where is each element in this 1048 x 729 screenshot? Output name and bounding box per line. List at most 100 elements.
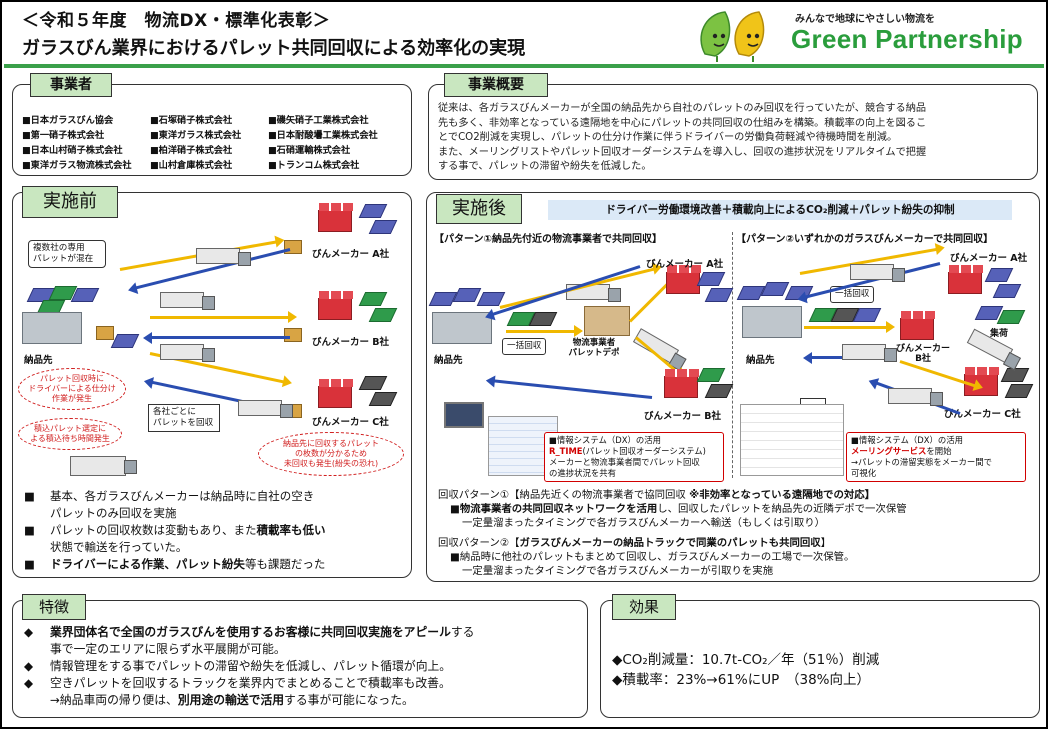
title-line-2: ガラスびん業界におけるパレット共同回収による効率化の実現 [22, 38, 526, 59]
bullet-line: ■パレットの回収枚数は変動もあり、また積載率も低い [24, 523, 326, 537]
pattern-divider [732, 232, 733, 478]
maker-b-label: びんメーカー B社 [312, 337, 390, 348]
logo-tagline: みんなで地球にやさしい物流を [795, 14, 935, 25]
pattern2-title: 【パターン②いずれかのガラスびんメーカーで共同回収】 [736, 234, 994, 245]
box-icon [284, 240, 302, 254]
effect-line: ◆CO₂削減量：10.7t-CO₂／年（51％）削減 [612, 652, 880, 668]
jigyousha-label: 事業者 [30, 73, 112, 97]
feature-line: 事で一定のエリアに限らず水平展開が可能。 [50, 642, 286, 656]
company-item: ■第一硝子株式会社 [22, 130, 105, 141]
feature-line: ◆情報管理をする事でパレットの滞留や紛失を低減し、パレット循環が向上。 [24, 659, 452, 673]
factory-icon [318, 203, 353, 232]
company-item: ■柏洋硝子株式会社 [150, 145, 233, 156]
company-item: ■日本耐酸壜工業株式会社 [268, 130, 378, 141]
collect-arrow [804, 321, 895, 333]
feature-line: →納品車両の帰り便は、別用途の輸送で活用する事が可能になった。 [50, 693, 414, 707]
before-label: 実施前 [22, 186, 118, 218]
desc-line: ■納品時に他社のパレットもまとめて回収し、ガラスびんメーカーの工場で一次保管。 [450, 551, 855, 563]
factory-icon [948, 265, 983, 294]
company-item: ■東洋ガラス物流株式会社 [22, 160, 132, 171]
depot-label: 物流事業者 パレットデポ [568, 338, 620, 358]
tokuchou-label: 特徴 [22, 594, 86, 620]
gaiyou-line: 先も多く、非効率となっている遠隔地を中心にパレットの共同回収の仕組みを構築。積載… [438, 117, 927, 129]
title-line-1: ＜令和５年度 物流DX・標準化表彰＞ [22, 11, 331, 31]
before-bullets: ■基本、各ガラスびんメーカーは納品時に自社の空き パレットのみ回収を実施 ■パレ… [24, 488, 326, 573]
gaiyou-label: 事業概要 [444, 73, 548, 97]
factory-icon [666, 265, 701, 294]
bullet-line: 状態で輸送を行っていた。 [50, 540, 188, 554]
factory-icon [664, 369, 699, 398]
company-item: ■山村倉庫株式会社 [150, 160, 233, 171]
mail-mockup [740, 404, 844, 476]
return-arrow [150, 336, 290, 339]
truck-icon [888, 388, 943, 406]
tokuchou-box [12, 600, 588, 718]
gaiyou-text: 従来は、各ガラスびんメーカーが全国の納品先から自社のパレットのみ回収を行っていた… [438, 102, 1028, 175]
bullet-line: ■ドライバーによる作業、パレット紛失等も課題だった [24, 557, 326, 571]
kouka-list: ◆CO₂削減量：10.7t-CO₂／年（51％）削減 ◆積載率：23%→61%に… [612, 650, 879, 690]
company-item: ■日本ガラスびん協会 [22, 115, 114, 126]
warehouse-icon [742, 306, 802, 338]
factory-icon [318, 291, 353, 320]
tokuchou-list: ◆業界団体名で全国のガラスびんを使用するお客様に共同回収実施をアピールする 事で… [24, 624, 474, 709]
info-line: R_TIME(パレット回収オーダーシステム) [549, 446, 706, 456]
company-item: ■石塚硝子株式会社 [150, 115, 233, 126]
pattern1-title: 【パターン①納品先付近の物流事業者で共同回収】 [434, 234, 662, 245]
company-collect-note: 各社ごとに パレットを回収 [148, 404, 220, 432]
p2-maker-c-label: びんメーカー C社 [944, 409, 1021, 420]
desc-line: 一定量溜まったタイミングで各ガラスびんメーカーへ輸送（もしくは引取り） [462, 517, 826, 529]
maker-c-label: びんメーカー C社 [312, 417, 389, 428]
company-item: ■東洋ガラス株式会社 [150, 130, 242, 141]
after-box [426, 192, 1040, 582]
p1-info-note: ■情報システム（DX）の活用 R_TIME(パレット回収オーダーシステム) メー… [544, 432, 724, 482]
leaf-mascot-icon [700, 11, 765, 62]
company-item: ■石硝運輸株式会社 [268, 145, 351, 156]
laptop-icon [444, 402, 484, 428]
header-divider [4, 64, 1044, 68]
company-list: ■日本ガラスびん協会 ■石塚硝子株式会社 ■磯矢硝子工業株式会社 ■第一硝子株式会社 ■… [22, 112, 428, 171]
company-item: ■磯矢硝子工業株式会社 [268, 115, 369, 126]
truck-icon [238, 400, 293, 418]
worker-cart-icon [96, 326, 114, 340]
p1-maker-a-label: びんメーカー A社 [646, 259, 724, 270]
truck-icon [850, 264, 905, 282]
jigyousha-box [12, 84, 412, 176]
depot-icon [584, 306, 630, 336]
after-label: 実施後 [436, 194, 522, 224]
green-partnership-logo: みんなで地球にやさしい物流を Green Partnership [695, 6, 1040, 64]
factory-icon [318, 379, 353, 408]
truck-icon [70, 456, 137, 476]
logo-name: Green Partnership [791, 24, 1023, 54]
bullet-line: パレットのみ回収を実施 [50, 506, 177, 520]
factory-icon [900, 311, 935, 340]
p1-delivery-label: 納品先 [434, 355, 463, 366]
callout-loss: 納品先に回収するパレット の枚数が分かるため 未回収も発生(紛失の恐れ) [258, 432, 404, 476]
gaiyou-box [428, 84, 1038, 180]
desc-line: 回収パターン②【ガラスびんメーカーの納品トラックで同業のパレットも共同回収】 [438, 537, 832, 549]
kouka-label: 効果 [612, 594, 676, 620]
company-item: ■日本山村硝子株式会社 [22, 145, 123, 156]
p2-maker-a-label: びんメーカー A社 [950, 253, 1028, 264]
p2-maker-b-label: びんメーカー B社 [896, 344, 951, 364]
truck-icon [196, 248, 251, 266]
maker-a-label: びんメーカー A社 [312, 249, 390, 260]
truck-icon [842, 344, 897, 362]
after-banner: ドライバー労働環境改善＋積載向上によるCO₂削減＋パレット紛失の抑制 [548, 200, 1012, 220]
callout-sorting: パレット回収時に ドライバーによる仕分け 作業が発生 [18, 368, 126, 410]
gaiyou-line: 従来は、各ガラスびんメーカーが全国の納品先から自社のパレットのみ回収を行っていた… [438, 103, 927, 114]
feature-line: ◆業界団体名で全国のガラスびんを使用するお客様に共同回収実施をアピールする [24, 625, 475, 639]
callout-waiting: 積込パレット選定に よる積込待ち時間発生 [18, 418, 122, 450]
company-item: ■トランコム株式会社 [268, 160, 360, 171]
gaiyou-line: する事で、パレットの滞留や紛失を低減した。 [438, 161, 652, 172]
bullet-line: ■基本、各ガラスびんメーカーは納品時に自社の空き [24, 489, 315, 503]
desc-line: 回収パターン①【納品先近くの物流事業者で協同回収 ※非効率となっている遠隔地での… [438, 489, 876, 501]
p1-ikkatsu-note: 一括回収 [502, 338, 547, 355]
warehouse-icon [22, 312, 82, 344]
desc-line: 一定量溜まったタイミングで各ガラスびんメーカーが引取りを実施 [462, 565, 774, 577]
warehouse-icon [432, 312, 492, 344]
p2-delivery-label: 納品先 [746, 355, 775, 366]
effect-line: ◆積載率：23%→61%にUP （38%向上） [612, 672, 870, 688]
p1-maker-b-label: びんメーカー B社 [644, 411, 722, 422]
delivery-label: 納品先 [24, 355, 53, 366]
